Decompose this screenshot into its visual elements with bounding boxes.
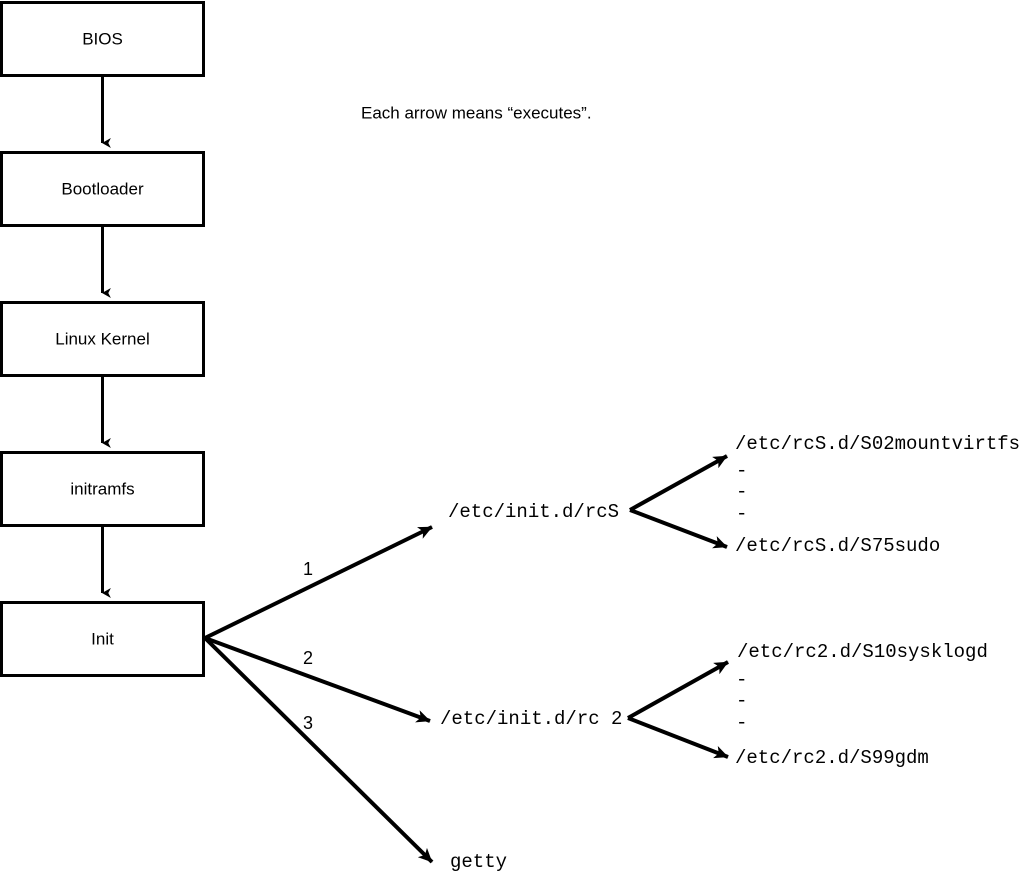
rc2d-ellipsis-dot-2: -	[736, 690, 747, 712]
arrow-rc2-to-s99gdm	[627, 716, 729, 759]
rcsd-ellipsis-dot-3: -	[736, 503, 747, 525]
init-fanout-group: 1 2 3	[203, 525, 434, 864]
label-rcsd-first-script[interactable]: /etc/rcS.d/S02mountvirtfs	[735, 433, 1020, 455]
rcsd-ellipsis-dot-1: -	[736, 460, 747, 482]
label-rc2d-last-script[interactable]: /etc/rc2.d/S99gdm	[735, 747, 929, 769]
box-linux-kernel-label: Linux Kernel	[55, 329, 150, 348]
box-bootloader-label: Bootloader	[61, 179, 144, 198]
arrow-number-2: 2	[303, 648, 313, 668]
box-initramfs-label: initramfs	[70, 479, 134, 498]
box-bios-rect	[0, 1, 205, 77]
box-linux-kernel-rect	[0, 301, 205, 377]
arrow-rcs-to-s75sudo	[629, 508, 728, 549]
rc2d-branch-group: /etc/rc2.d/S10sysklogd - - - /etc/rc2.d/…	[627, 641, 988, 769]
box-bios[interactable]: BIOS	[0, 1, 205, 77]
boot-chain-group: BIOS Bootloader Linux Kernel initramfs I…	[0, 1, 205, 677]
label-getty[interactable]: getty	[450, 851, 507, 873]
rc2d-ellipsis-dot-1: -	[736, 669, 747, 691]
rcsd-ellipsis-dot-2: -	[736, 481, 747, 503]
box-linux-kernel[interactable]: Linux Kernel	[0, 301, 205, 377]
label-rcsd-last-script[interactable]: /etc/rcS.d/S75sudo	[735, 535, 940, 557]
arrow-init-to-rc2	[204, 636, 431, 723]
box-init-rect	[0, 601, 205, 677]
arrow-rcs-to-s02mountvirtfs	[629, 454, 728, 512]
label-rc2d-first-script[interactable]: /etc/rc2.d/S10sysklogd	[737, 641, 988, 663]
box-bootloader[interactable]: Bootloader	[0, 151, 205, 227]
box-init[interactable]: Init	[0, 601, 205, 677]
diagram-caption: Each arrow means “executes”.	[361, 103, 592, 122]
box-initramfs-rect	[0, 451, 205, 527]
box-bios-label: BIOS	[82, 29, 123, 48]
branch-labels-group: /etc/init.d/rcS /etc/init.d/rc 2 getty	[440, 501, 622, 873]
box-init-label: Init	[91, 629, 114, 648]
arrow-number-1: 1	[303, 559, 313, 579]
label-etc-init-d-rcs[interactable]: /etc/init.d/rcS	[448, 501, 619, 523]
box-bootloader-rect	[0, 151, 205, 227]
arrow-init-to-getty	[203, 636, 434, 864]
rcsd-branch-group: /etc/rcS.d/S02mountvirtfs - - - /etc/rcS…	[629, 433, 1020, 557]
arrow-rc2-to-s10sysklogd	[627, 660, 729, 720]
arrow-number-3: 3	[303, 713, 313, 733]
label-etc-init-d-rc2[interactable]: /etc/init.d/rc 2	[440, 708, 622, 730]
rc2d-ellipsis-dot-3: -	[736, 712, 747, 734]
arrow-init-to-rcs	[204, 525, 433, 640]
box-initramfs[interactable]: initramfs	[0, 451, 205, 527]
